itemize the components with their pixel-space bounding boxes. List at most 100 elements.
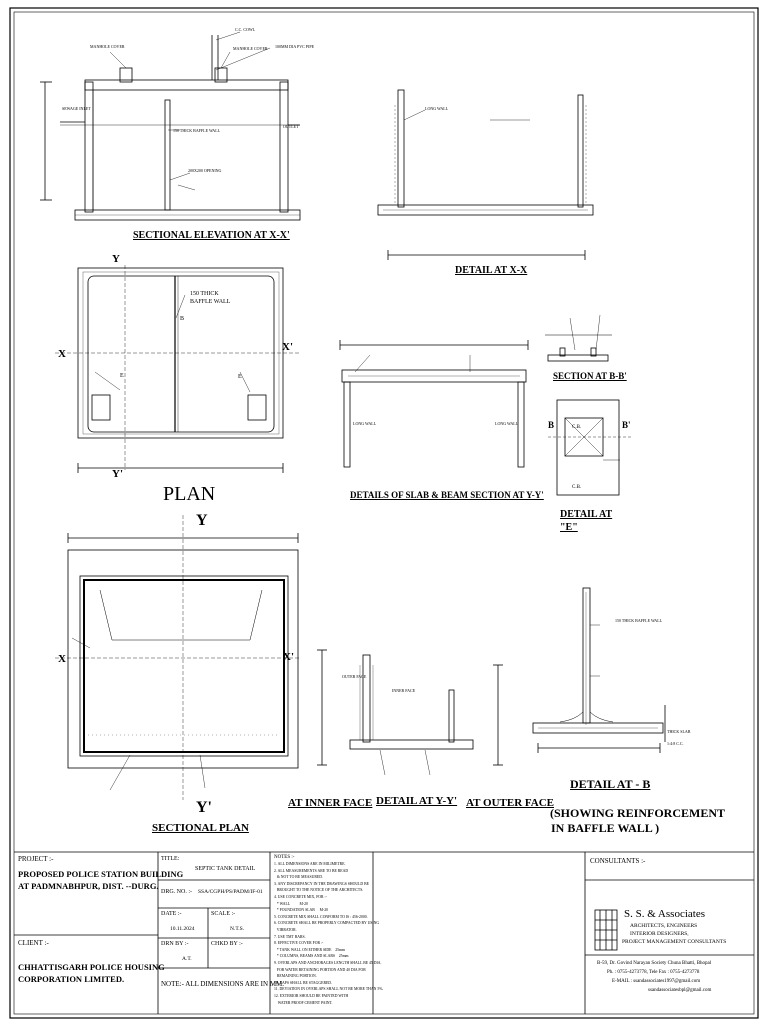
detail-yy-drawing [317,649,503,776]
client-line-1: CHHATTISGARH POLICE HOUSING [18,962,165,972]
label-outlet: OUTLET [283,124,299,129]
detail-e-drawing [548,399,632,496]
detail-b-drawing [532,587,666,753]
drn-label: DRN BY :- [161,941,189,947]
firm-logo [594,909,618,951]
note-line: 3. ANY DISCREPANCY IN THE DRAWINGS SHOUL… [274,881,369,886]
label-long-wall-xx: LONG WALL [425,106,449,111]
address-line-3: E-MAIL : ssandassociates1997@gmail.com [612,979,701,984]
note-line: * COLUMNS, BEAMS AND SLABS 25mm [274,954,349,959]
slab-beam-drawing [339,340,529,468]
label-baffle-wall: BAFFLE WALL [190,299,231,305]
chkd-label: CHKD BY :- [211,941,243,947]
marker-x-prime-sectional: X' [283,651,294,663]
note-line: 8. EFFECTIVE COVER FOR :- [274,941,324,946]
title-detail-b: DETAIL AT - B [570,777,651,791]
firm-name: S. S. & Associates [624,908,705,920]
marker-e-right: E [238,374,242,380]
note-line: 5. CONCRETE MIX SHALL CONFORM TO IS : 45… [274,914,368,919]
note-line: & NOT TO BE MEASURED. [274,875,323,880]
note-line: 9. OVERLAPS AND ANCHORAGES LENGTH SHALL … [274,961,382,965]
marker-b-plan: B [180,316,184,322]
note-line: 12. EXTERIOR SHOULD BE PAINTED WITH [274,994,349,998]
label-baffle-wall-detail-b: 150 THICK BAFFLE WALL [615,618,663,623]
notes-label: NOTES :- [274,855,295,860]
marker-x-plan: X [58,348,66,360]
label-cc-detail-b: 1:4:8 C.C. [667,741,684,746]
address-line-2: Ph. : 0755-4273778, Tele Fax : 0755-4273… [607,970,700,975]
client-label: CLIENT :- [18,939,49,947]
title-sectional-plan: SECTIONAL PLAN [152,822,249,834]
marker-b-prime-detail-e: B' [622,420,631,430]
marker-y-plan: Y [112,253,120,265]
marker-x-sectional: X [58,653,66,665]
note-line: 4. USE CONCRETE MIX, FOR :- [274,895,327,899]
label-manhole-cover-2: MANHOLE COVER [233,46,268,51]
note-line: 1. ALL DIMENSIONS ARE IN MILIMETRE. [274,862,346,866]
note-line: * WALL M-20 [274,901,308,906]
title-value: SEPTIC TANK DETAIL [195,866,256,872]
title-detail-b-sub2: IN BAFFLE WALL ) [551,821,660,835]
note-line: REMAINING PORTION. [274,974,317,979]
label-long-wall-yy-left: LONG WALL [353,421,377,426]
note-line: BROUGHT TO THE NOTICE OF THE ARCHITECTS. [274,888,364,893]
label-manhole-cover-1: MANHOLE COVER [90,44,125,49]
scale-value: N.T.S. [230,926,245,932]
title-at-outer-face: AT OUTER FACE [466,797,555,809]
marker-y-sectional: Y [196,512,208,529]
drn-value: A.T. [182,956,192,962]
firm-line-1: ARCHITECTS, ENGINEERS [630,923,698,929]
marker-b-detail-e: B [548,420,554,430]
date-value: 10.11.2024 [170,926,195,932]
consultants-label: CONSULTANTS :- [590,857,646,865]
note-line: WATER PROOF CEMENT PAINT. [274,1000,333,1005]
title-at-inner-face: AT INNER FACE [288,797,373,809]
plan-drawing [55,265,300,473]
title-plan: PLAN [163,483,216,505]
label-inner-face-yy: INNER FACE [392,688,416,693]
note-line: * TANK WALL ON EITHER SIDE 25mm [274,947,345,952]
project-line-2: AT PADMNABHPUR, DIST. --DURG. [18,881,159,891]
project-label: PROJECT :- [18,855,54,863]
title-detail-xx: DETAIL AT X-X [455,265,528,276]
label-opening: 200X200 OPENING [188,168,222,173]
client-line-2: CORPORATION LIMITED. [18,974,125,984]
drg-value: SSA/CGPH/PS/PADM/IF-01 [198,889,263,895]
drg-label: DRG. NO. :- [161,889,192,895]
project-line-1: PROPOSED POLICE STATION BUILDING [18,869,184,879]
title-sectional-elevation: SECTIONAL ELEVATION AT X-X' [133,230,290,241]
marker-y-prime-plan: Y' [112,468,123,480]
address-line-4: ssandassociatesbpl@gmail.com [648,988,712,993]
note-line: 11. DEVIATION IN OVERLAPS SHALL NOT BE M… [274,987,384,992]
label-baffle-thick: 150 THICK [190,291,219,297]
note-line: FOR WATER RETAINING PORTION AND 40 DIA F… [274,967,366,972]
label-cb-top: C.B. [572,425,581,430]
notes-list: 1. ALL DIMENSIONS ARE IN MILIMETRE.2. AL… [274,862,383,1012]
note-line: 10. LAPS SHALL BE STAGGERED. [274,980,332,985]
label-cc-cowl: C.C. COWL [235,27,256,32]
label-pvc-pipe: 100MM DIA PVC PIPE [275,44,315,49]
title-detail-b-sub1: (SHOWING REINFORCEMENT [550,806,726,820]
title-detail-e-letter: "E" [560,522,578,533]
scale-label: SCALE :- [211,911,236,917]
note-line: * FOUNDATION SLAB M-20 [274,908,329,913]
note-line: 7. USE TMT BARS. [274,934,306,939]
marker-y-prime-sectional: Y' [196,799,212,816]
date-label: DATE :- [161,911,182,917]
label-thick-slab: THICK SLAB [667,729,691,734]
note-line: VIBRATOR. [274,928,297,932]
section-bb-drawing [545,314,612,362]
title-label: TITLE: [161,856,180,862]
title-details-slab-beam: DETAILS OF SLAB & BEAM SECTION AT Y-Y' [350,490,544,500]
dimension-note: NOTE:- ALL DIMENSIONS ARE IN MM. [161,980,285,988]
label-long-wall-yy-right: LONG WALL [495,421,519,426]
marker-x-prime-plan: X' [282,341,293,353]
note-line: 6. CONCRETE SHALL BE PROPERLY COMPACTED … [274,921,380,926]
sectional-plan-drawing [55,515,300,800]
address-line-1: B-59, Dr. Govind Narayan Society Chuna B… [597,961,712,966]
label-sewage-inlet: SEWAGE INLET [62,106,91,111]
label-baffle-wall-elev: 150 THICK BAFFLE WALL [173,128,221,133]
title-section-bb: SECTION AT B-B' [553,371,627,381]
